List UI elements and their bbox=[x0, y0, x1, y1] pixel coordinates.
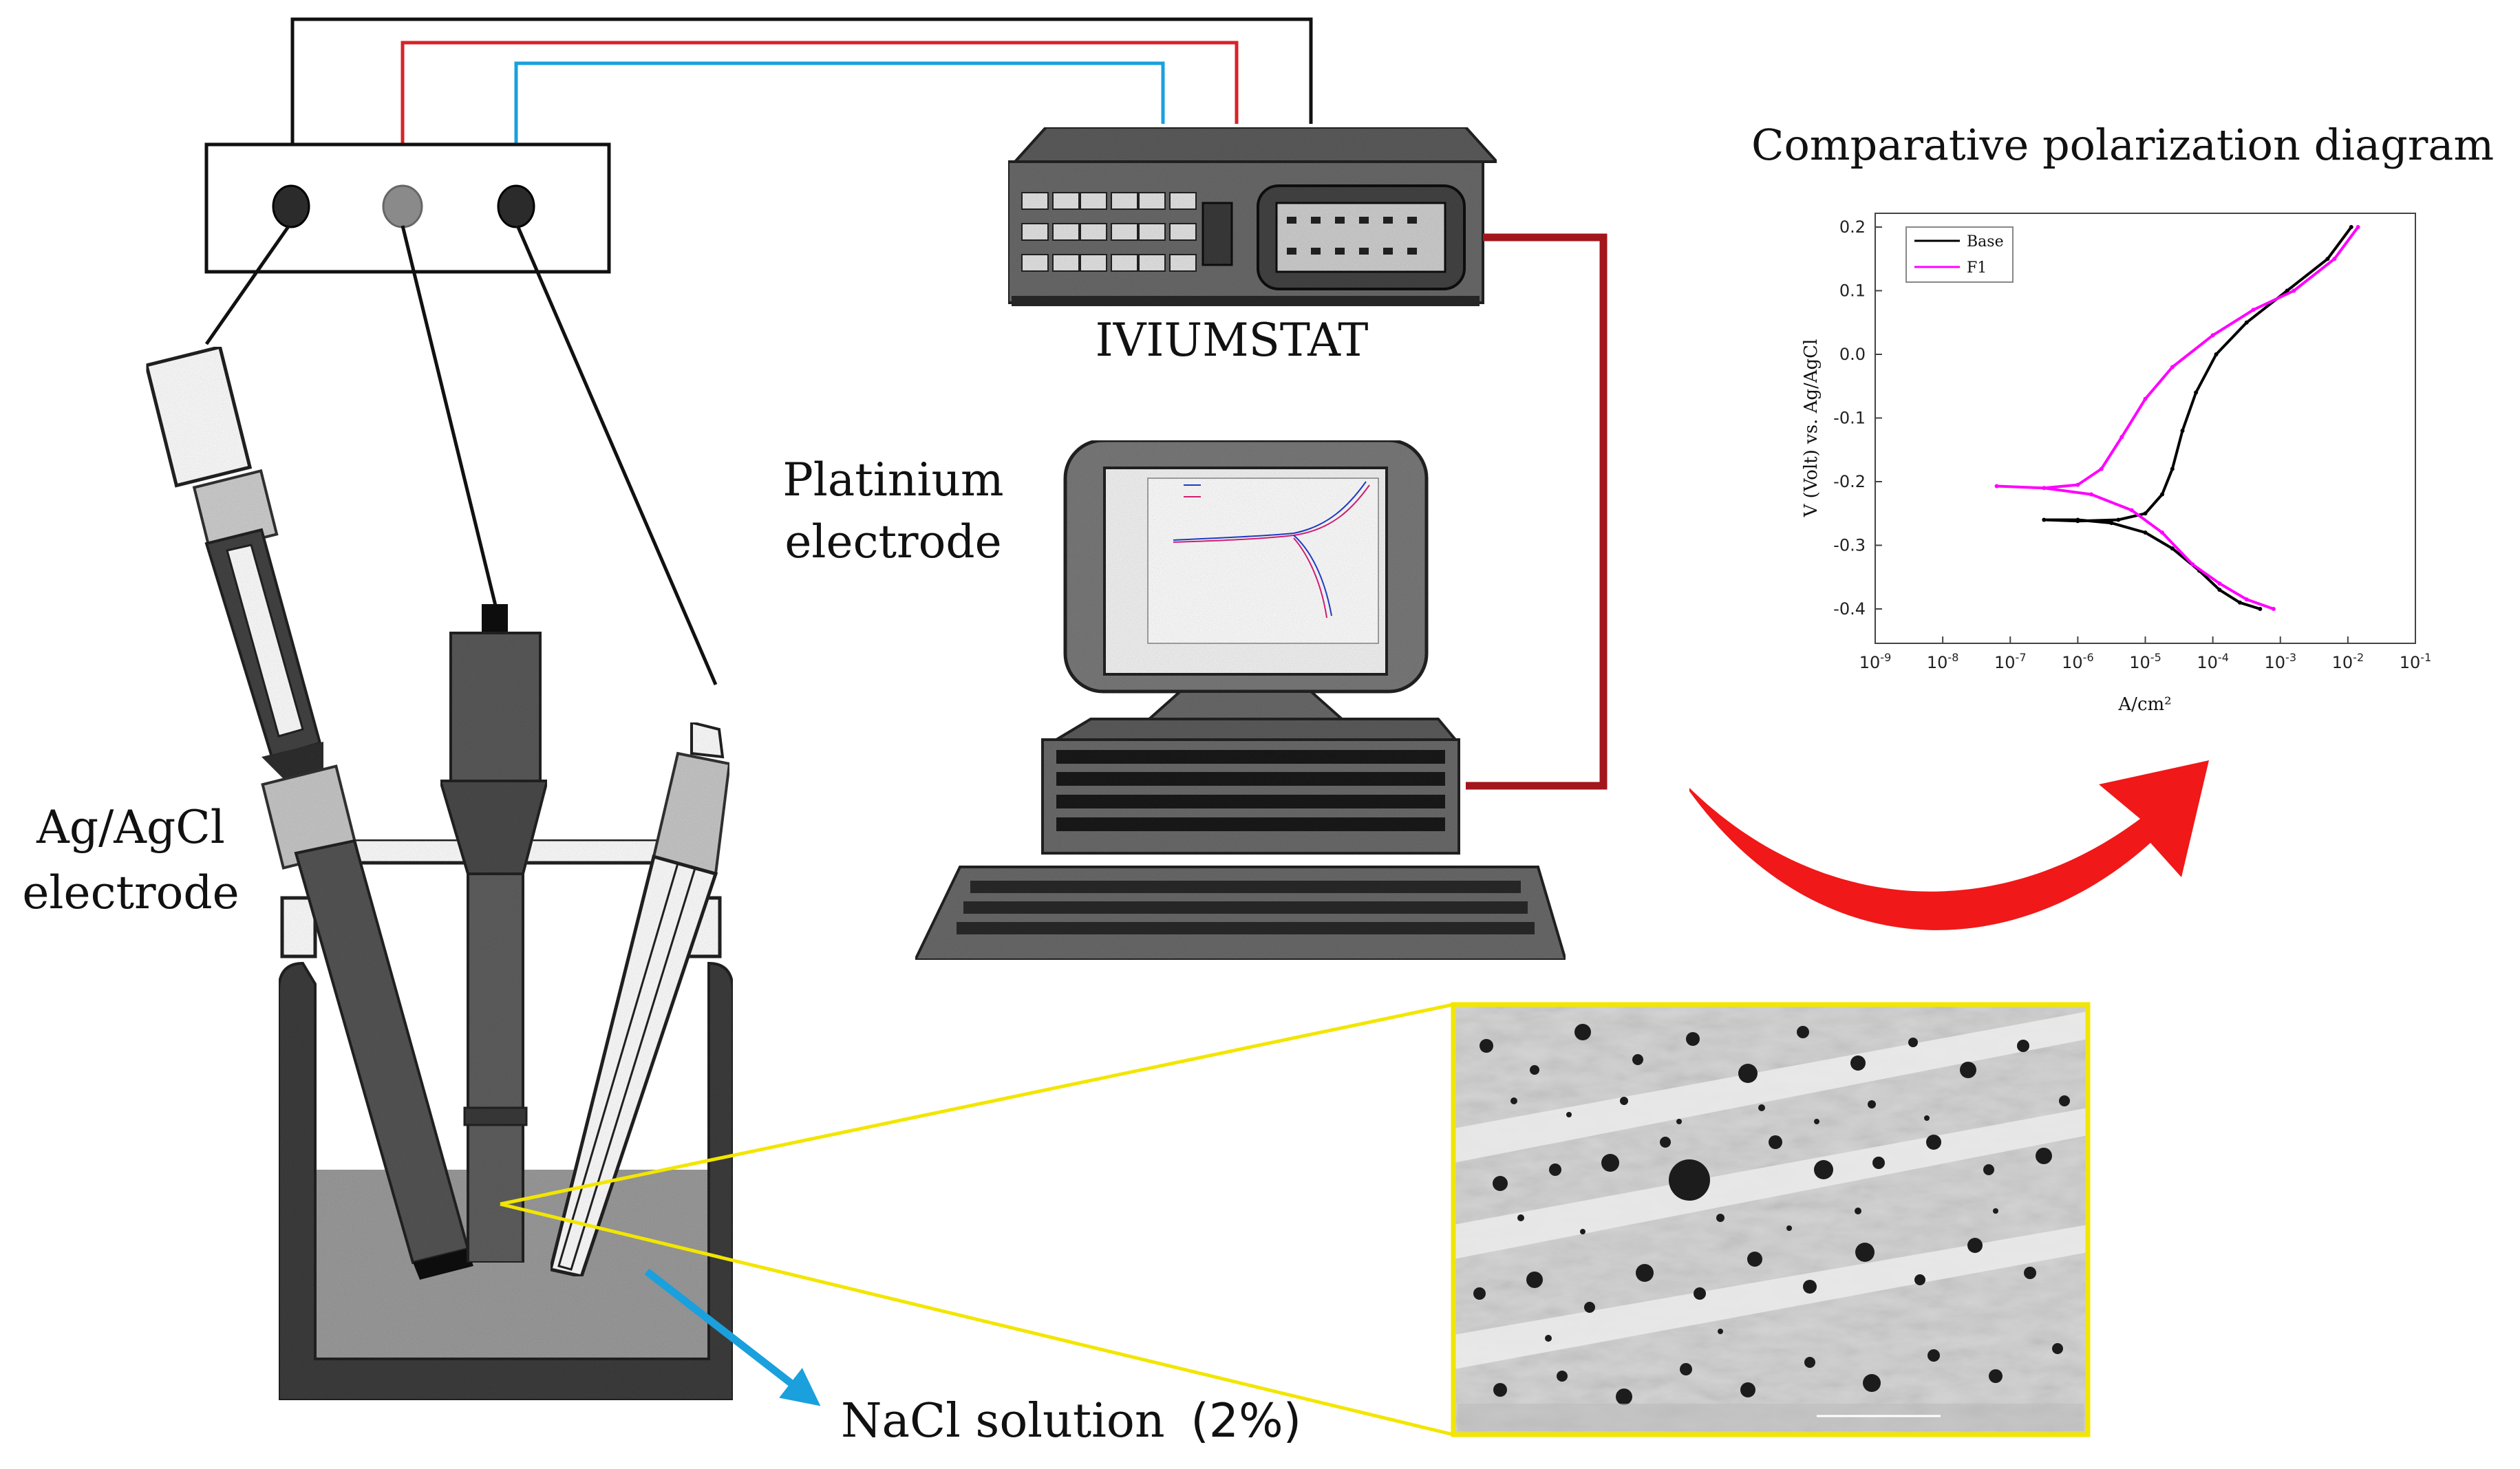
beaker bbox=[277, 961, 734, 1402]
x-tick-label: 10-5 bbox=[2129, 651, 2161, 672]
y-tick-label: 0.2 bbox=[1839, 217, 1866, 237]
series-point-base bbox=[2116, 517, 2121, 522]
wire-blue bbox=[514, 61, 1165, 200]
series-point-f1 bbox=[2292, 288, 2296, 293]
series-point-base bbox=[2170, 467, 2175, 471]
series-point-base bbox=[2160, 492, 2164, 497]
ag-agcl-electrode bbox=[144, 345, 473, 1280]
chart-series-group bbox=[1994, 225, 2360, 611]
chart-y-ticks: 0.2 0.1 0.0 -0.1 -0.2 -0.3 -0.4 bbox=[1833, 217, 1882, 619]
computer bbox=[912, 438, 1568, 961]
label-iviumstat: IVIUMSTAT bbox=[1096, 314, 1369, 367]
terminal-black-1 bbox=[272, 184, 310, 228]
series-point-base bbox=[2349, 225, 2353, 229]
x-tick-label: 10-9 bbox=[1859, 651, 1892, 672]
series-point-base bbox=[2194, 390, 2199, 395]
series-point-f1 bbox=[2190, 562, 2195, 567]
legend-label-f1: F1 bbox=[1967, 259, 1987, 277]
series-point-f1 bbox=[2119, 435, 2124, 440]
series-point-f1 bbox=[2251, 308, 2256, 312]
x-tick-label: 10-3 bbox=[2265, 651, 2297, 672]
zoom-lines bbox=[500, 1002, 1454, 1437]
y-tick-label: -0.1 bbox=[1833, 409, 1866, 428]
series-point-f1 bbox=[2244, 597, 2249, 602]
wire-black bbox=[290, 17, 1313, 200]
sem-frame bbox=[1451, 1002, 2091, 1437]
series-point-f1 bbox=[1994, 484, 1999, 489]
chart-xlabel: A/cm² bbox=[2117, 694, 2171, 715]
label-nacl-pct: (2%) bbox=[1190, 1394, 1301, 1448]
series-point-base bbox=[2143, 530, 2148, 535]
wire-red bbox=[401, 41, 1239, 200]
series-point-base bbox=[2325, 257, 2330, 261]
label-nacl: NaCl solution (2%) bbox=[841, 1394, 1301, 1448]
series-point-base bbox=[2180, 429, 2185, 433]
data-cable bbox=[1466, 233, 1608, 790]
x-tick-label: 10-1 bbox=[2400, 651, 2432, 672]
series-point-f1 bbox=[2099, 467, 2104, 471]
series-point-f1 bbox=[2160, 530, 2164, 535]
series-point-f1 bbox=[2075, 482, 2080, 487]
series-point-f1 bbox=[2356, 225, 2360, 229]
series-point-f1 bbox=[2143, 396, 2148, 401]
series-point-base bbox=[2244, 320, 2249, 325]
chart-plot-area bbox=[1875, 213, 2416, 644]
x-tick-label: 10-6 bbox=[2062, 651, 2094, 672]
series-point-f1 bbox=[2217, 581, 2222, 586]
terminal-black-2 bbox=[497, 184, 535, 228]
label-agagcl: Ag/AgCl bbox=[36, 801, 225, 854]
series-point-base bbox=[2075, 519, 2080, 524]
series-point-f1 bbox=[2170, 365, 2175, 369]
chart-ylabel: V (Volt) vs. Ag/AgCl bbox=[1801, 339, 1822, 518]
x-tick-label: 10-8 bbox=[1927, 651, 1959, 672]
series-point-f1 bbox=[2271, 607, 2276, 611]
series-point-f1 bbox=[2089, 492, 2093, 497]
chart-legend: Base F1 bbox=[1905, 226, 2014, 283]
right-electrode bbox=[548, 720, 732, 1278]
y-tick-label: 0.0 bbox=[1839, 345, 1866, 364]
series-point-f1 bbox=[2332, 257, 2337, 261]
nacl-pointer-arrow bbox=[644, 1268, 821, 1406]
y-tick-label: -0.3 bbox=[1833, 536, 1866, 555]
label-agagcl-electrode: electrode bbox=[22, 866, 239, 919]
y-tick-label: -0.4 bbox=[1833, 599, 1866, 619]
clamp-left bbox=[280, 896, 317, 958]
curved-arrow bbox=[1689, 760, 2209, 930]
x-tick-label: 10-2 bbox=[2332, 651, 2364, 672]
series-point-f1 bbox=[2129, 508, 2134, 513]
series-point-base bbox=[2143, 511, 2148, 516]
series-point-base bbox=[2109, 521, 2114, 526]
label-platinium: Platinium bbox=[782, 453, 1003, 506]
x-tick-label: 10-4 bbox=[2197, 651, 2229, 672]
series-point-base bbox=[2042, 517, 2047, 522]
sem-micrograph bbox=[1451, 1002, 2091, 1437]
series-point-base bbox=[2170, 546, 2175, 551]
series-point-f1 bbox=[2210, 333, 2215, 338]
label-platinium-electrode: electrode bbox=[784, 515, 1001, 568]
sem-pits bbox=[1473, 1024, 2070, 1405]
series-point-base bbox=[2217, 588, 2222, 592]
electrode-leads bbox=[204, 224, 718, 685]
series-point-f1 bbox=[2042, 486, 2047, 491]
iviumstat-device bbox=[1007, 126, 1500, 306]
series-line-f1 bbox=[1995, 226, 2360, 610]
label-chart-heading: Comparative polarization diagram bbox=[1751, 120, 2494, 170]
series-point-base bbox=[2214, 352, 2219, 356]
series-point-base bbox=[2258, 607, 2263, 611]
series-point-base bbox=[2285, 288, 2289, 293]
x-tick-label: 10-7 bbox=[1994, 651, 2027, 672]
label-nacl-main: NaCl solution bbox=[841, 1394, 1165, 1448]
legend-label-base: Base bbox=[1967, 233, 2004, 250]
platinum-electrode bbox=[438, 604, 549, 1264]
chart-x-ticks: 10-9 10-8 10-7 10-6 10-5 10-4 10-3 10-2 10-1 bbox=[1859, 636, 2432, 672]
series-point-base bbox=[2237, 600, 2242, 605]
terminal-grey bbox=[382, 184, 423, 228]
y-tick-label: -0.2 bbox=[1833, 472, 1866, 491]
y-tick-label: 0.1 bbox=[1839, 281, 1866, 301]
